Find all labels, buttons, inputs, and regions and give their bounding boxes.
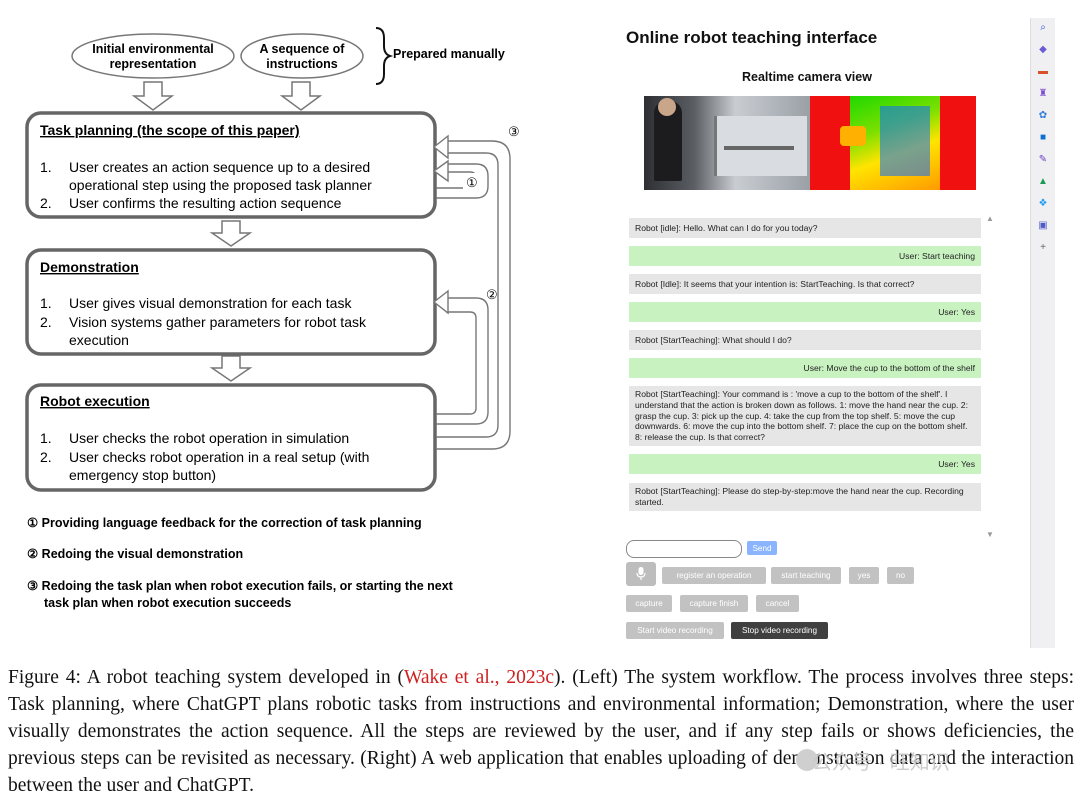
loop2-marker: ②: [486, 287, 498, 302]
chat-input[interactable]: [626, 540, 742, 558]
input-env-line1: Initial environmental: [92, 42, 214, 56]
demo-item2-line1: Vision systems gather parameters for rob…: [69, 314, 367, 330]
app-title: Online robot teaching interface: [626, 28, 877, 48]
stop-video-recording-button[interactable]: Stop video recording: [731, 622, 828, 639]
microphone-icon: [636, 567, 646, 581]
loop2-outer: [436, 298, 488, 424]
input-seq-ellipse: [241, 34, 363, 78]
loop2-inner: [436, 312, 476, 414]
chat-message-user: User: Yes: [629, 302, 981, 322]
figure-caption: Figure 4: A robot teaching system develo…: [8, 664, 1074, 799]
planning-item1-line2: operational step using the proposed task…: [69, 177, 372, 193]
add-icon[interactable]: +: [1036, 242, 1050, 254]
settings-icon[interactable]: ✿: [1036, 110, 1050, 122]
input-seq-line1: A sequence of: [260, 42, 346, 56]
send-button[interactable]: Send: [747, 541, 777, 555]
chat-message-robot: Robot [StartTeaching]: Your command is :…: [629, 386, 981, 446]
loop1-marker: ①: [466, 175, 478, 190]
planning-item2-num: 2.: [40, 195, 52, 211]
search-icon[interactable]: ⌕: [1036, 22, 1050, 34]
camera-rgb-view: [644, 96, 810, 190]
chat-message-user: User: Move the cup to the bottom of the …: [629, 358, 981, 378]
loop3-marker: ③: [508, 124, 520, 139]
workflow-diagram: Initial environmental representation A s…: [0, 0, 600, 630]
task-planning-title: Task planning (the scope of this paper): [40, 122, 300, 138]
planning-item1-num: 1.: [40, 159, 52, 175]
no-button[interactable]: no: [887, 567, 914, 584]
register-operation-button[interactable]: register an operation: [662, 567, 766, 584]
start-video-recording-button[interactable]: Start video recording: [626, 622, 724, 639]
exec-item1-line1: User checks the robot operation in simul…: [69, 430, 349, 446]
outlook-icon[interactable]: ■: [1036, 132, 1050, 144]
legend-item2: ② Redoing the visual demonstration: [27, 547, 243, 561]
camera-segmentation-view: [810, 96, 976, 190]
arrow-planning-to-demo: [212, 221, 250, 246]
arrow-seq-to-planning: [282, 82, 320, 110]
chat-message-robot: Robot [idle]: Hello. What can I do for y…: [629, 218, 981, 238]
chat-message-robot: Robot [Idle]: It seems that your intenti…: [629, 274, 981, 294]
legend-item1: ① Providing language feedback for the co…: [27, 516, 422, 530]
exec-item1-num: 1.: [40, 430, 52, 446]
microphone-button[interactable]: [626, 562, 656, 586]
prepared-brace: [376, 28, 390, 84]
robot-execution-title: Robot execution: [40, 393, 150, 409]
arrow-env-to-planning: [134, 82, 172, 110]
chat-message-user: User: Start teaching: [629, 246, 981, 266]
cancel-button[interactable]: cancel: [756, 595, 799, 612]
start-teaching-button[interactable]: start teaching: [771, 567, 841, 584]
chess-icon[interactable]: ♜: [1036, 88, 1050, 100]
toolbox-icon[interactable]: ▬: [1036, 66, 1050, 78]
drive-icon[interactable]: ▲: [1036, 176, 1050, 188]
teams-icon[interactable]: ▣: [1036, 220, 1050, 232]
chat-message-robot: Robot [StartTeaching]: What should I do?: [629, 330, 981, 350]
exec-item2-line2: emergency stop button): [69, 467, 216, 483]
exec-item2-line1: User checks robot operation in a real se…: [69, 449, 369, 465]
exec-item2-num: 2.: [40, 449, 52, 465]
edit-icon[interactable]: ✎: [1036, 154, 1050, 166]
legend-item3-line2: task plan when robot execution succeeds: [44, 596, 291, 610]
chat-scroll-up-icon[interactable]: ▲: [986, 214, 994, 223]
input-env-ellipse: [72, 34, 234, 78]
camera-title: Realtime camera view: [742, 70, 872, 84]
demo-item1-num: 1.: [40, 295, 52, 311]
planning-item1-line1: User creates an action sequence up to a …: [69, 159, 370, 175]
planning-item2-line1: User confirms the resulting action seque…: [69, 195, 342, 211]
chat-scroll-down-icon[interactable]: ▼: [986, 530, 994, 539]
input-env-line2: representation: [110, 57, 197, 71]
tag-icon[interactable]: ◆: [1036, 44, 1050, 56]
caption-prefix: Figure 4: A robot teaching system develo…: [8, 667, 404, 688]
capture-finish-button[interactable]: capture finish: [680, 595, 748, 612]
twitter-icon[interactable]: ❖: [1036, 198, 1050, 210]
arrow-demo-to-execution: [212, 356, 250, 381]
demo-item2-line2: execution: [69, 332, 129, 348]
demo-item1-line1: User gives visual demonstration for each…: [69, 295, 352, 311]
demo-item2-num: 2.: [40, 314, 52, 330]
chat-message-user: User: Yes: [629, 454, 981, 474]
legend-item3-line1: ③ Redoing the task plan when robot execu…: [27, 579, 454, 593]
yes-button[interactable]: yes: [849, 567, 879, 584]
capture-button[interactable]: capture: [626, 595, 672, 612]
demonstration-title: Demonstration: [40, 259, 139, 275]
caption-citation-link[interactable]: Wake et al., 2023c: [404, 667, 554, 688]
prepared-manually-label: Prepared manually: [393, 47, 505, 61]
watermark: 公众号 · 旺知识: [812, 746, 950, 775]
input-seq-line2: instructions: [266, 57, 338, 71]
chat-message-robot: Robot [StartTeaching]: Please do step-by…: [629, 483, 981, 511]
